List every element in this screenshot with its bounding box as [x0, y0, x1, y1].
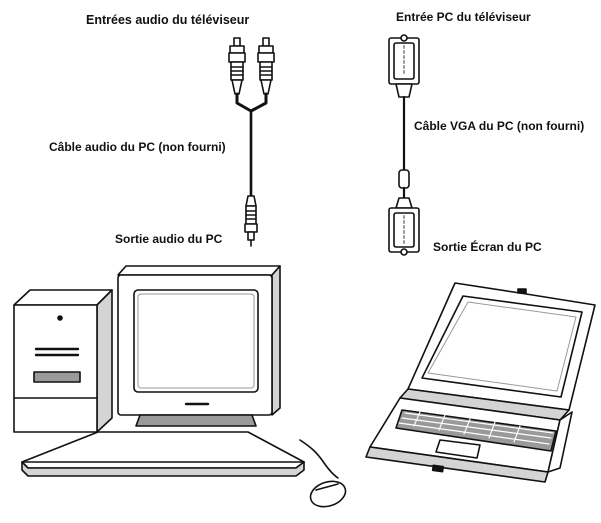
- audio-jack-plug-icon: [244, 195, 258, 247]
- label-tv-audio-inputs: Entrées audio du téléviseur: [86, 13, 250, 27]
- label-pc-vga-cable: Câble VGA du PC (non fourni): [414, 119, 585, 133]
- vga-cable: [388, 34, 420, 256]
- label-pc-screen-output: Sortie Écran du PC: [433, 240, 542, 254]
- rca-plug-right-icon: [257, 37, 275, 95]
- audio-cable: [228, 37, 275, 247]
- desktop-tower-icon: [13, 289, 113, 433]
- laptop-icon: [365, 282, 596, 483]
- rca-plug-left-icon: [228, 37, 246, 95]
- crt-monitor-icon: [117, 265, 281, 427]
- label-pc-audio-cable: Câble audio du PC (non fourni): [49, 140, 226, 154]
- label-tv-pc-input: Entrée PC du téléviseur: [396, 10, 531, 24]
- label-pc-audio-output: Sortie audio du PC: [115, 232, 223, 246]
- vga-connector-top-icon: [388, 34, 420, 98]
- mouse-icon: [299, 439, 347, 508]
- vga-connector-bottom-icon: [388, 197, 420, 256]
- keyboard-icon: [21, 431, 305, 477]
